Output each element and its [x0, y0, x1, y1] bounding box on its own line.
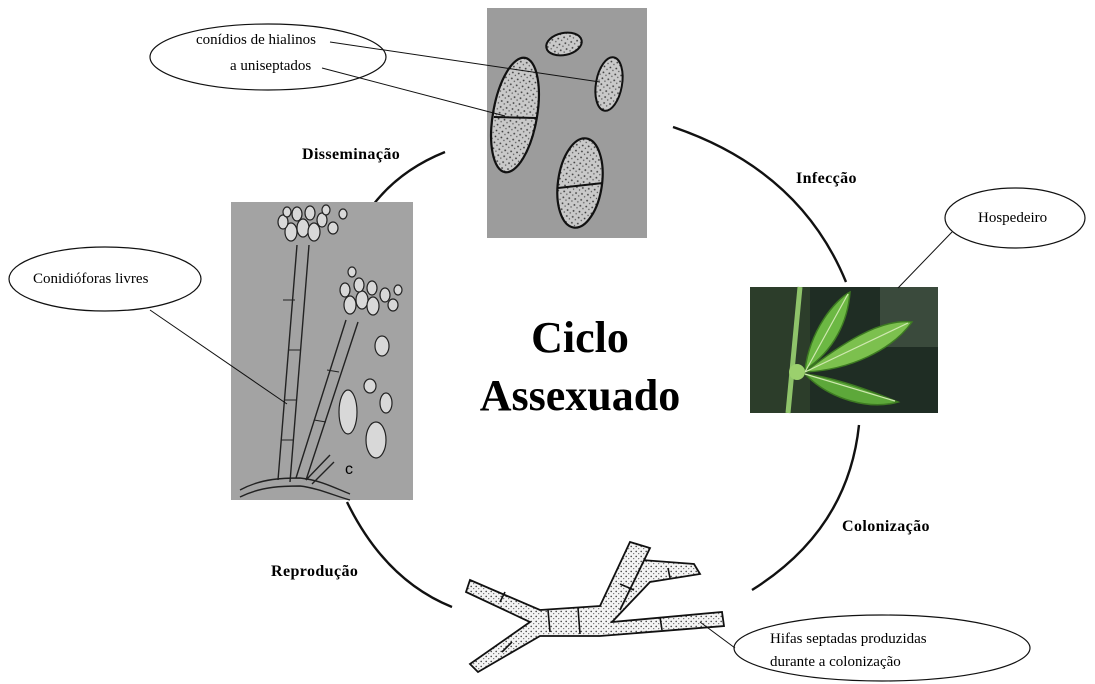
- callout-conidia-line-1: conídios de hialinos: [196, 32, 316, 48]
- arc-dissemination: [372, 150, 446, 206]
- callout-hyphae-line-1: Hifas septadas produzidas: [770, 631, 927, 647]
- callout-hyphae-line-2: durante a colonização: [770, 654, 901, 670]
- callout-ellipses: [8, 23, 1086, 682]
- callout-host-text: Hospedeiro: [978, 210, 1048, 226]
- page-title-line-2: Assexuado: [479, 371, 681, 420]
- callout-conidia: [149, 23, 387, 91]
- stage-label-reproduction: Reprodução: [271, 563, 359, 580]
- conidiophore-drawing: [231, 202, 413, 501]
- callout-host: [944, 187, 1086, 249]
- callout-conidiophores: [8, 246, 202, 312]
- callout-conidia-line-2: a uniseptados: [230, 58, 312, 74]
- leaf-photo: [750, 286, 938, 414]
- page-title-line-1: Ciclo: [531, 313, 629, 362]
- callout-conidiophores-text: Conidióforas livres: [33, 271, 149, 287]
- leader-lines: [149, 41, 953, 649]
- arc-reproduction: [345, 501, 453, 609]
- arc-colonization: [751, 424, 861, 592]
- conidia-micrograph: [487, 8, 647, 238]
- stage-label-colonization: Colonização: [842, 518, 930, 535]
- panel-letter: c: [345, 461, 353, 478]
- stage-label-dissemination: Disseminação: [302, 146, 401, 163]
- cycle-arcs: [345, 125, 861, 609]
- arc-infection: [672, 125, 848, 283]
- stage-label-infection: Infecção: [796, 170, 857, 187]
- callout-hyphae: [733, 614, 1031, 682]
- septate-hyphae-drawing: [464, 540, 726, 674]
